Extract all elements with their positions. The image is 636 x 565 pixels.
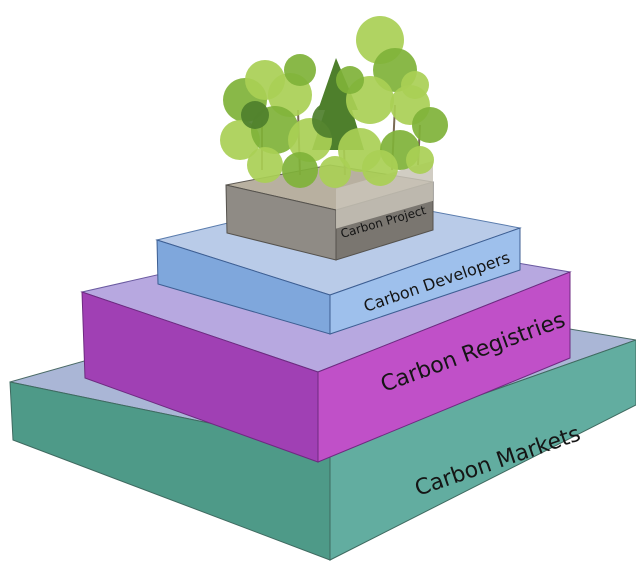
developers-side-face (329, 227, 521, 335)
tree-foliage (401, 71, 429, 99)
tree-foliage (336, 66, 364, 94)
tree-foliage (412, 107, 448, 143)
markets-side-face (329, 339, 636, 561)
tree-foliage (247, 147, 283, 183)
tree-foliage (284, 54, 316, 86)
tree-foliage (362, 150, 398, 186)
tree-foliage (312, 102, 348, 138)
project-label-plate (336, 160, 433, 229)
tree-foliage (319, 156, 351, 188)
tree-foliage (282, 152, 318, 188)
registries-side-face (317, 271, 571, 463)
tree-foliage (241, 101, 269, 129)
tree-foliage (220, 120, 260, 160)
tree-foliage (406, 146, 434, 174)
forest-canopy-image (220, 16, 448, 188)
